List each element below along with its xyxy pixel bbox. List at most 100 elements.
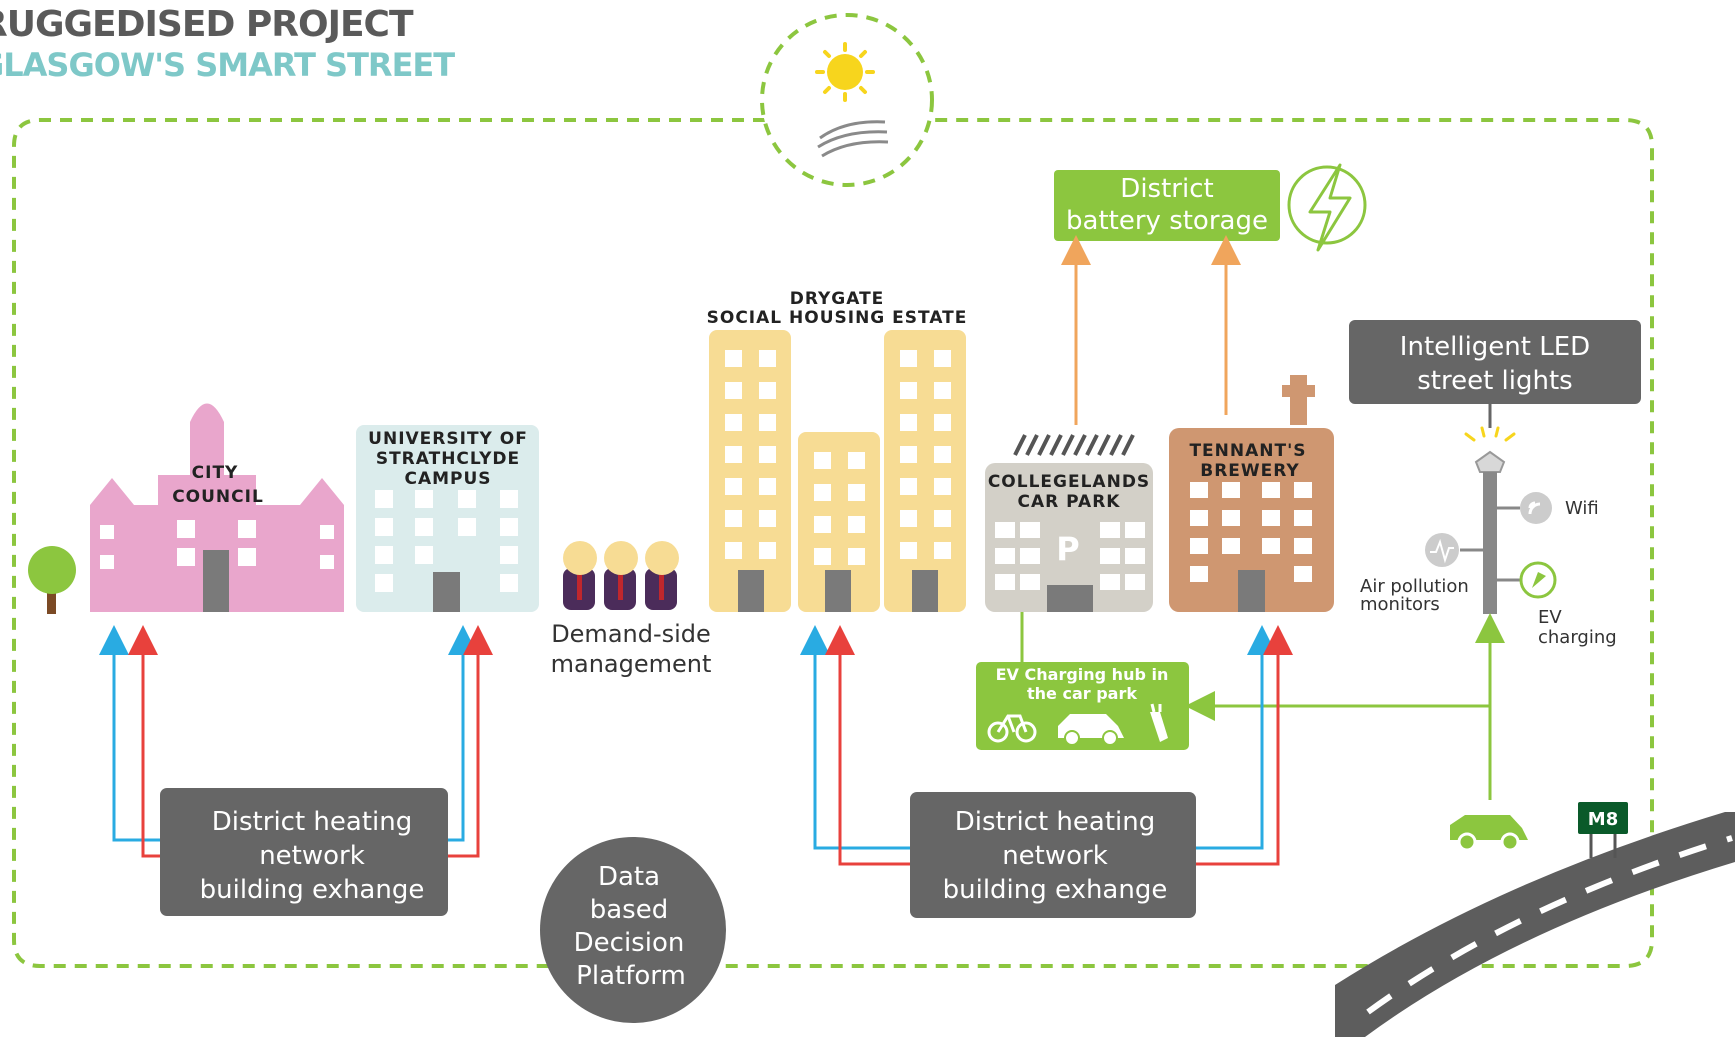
university-label: STRATHCLYDE [376,449,520,469]
window [934,446,951,463]
city-council-label: CITY [192,463,239,483]
heating-label: building exhange [943,875,1168,905]
car-icon [1058,714,1124,746]
air-pollution-label: Air pollution [1360,576,1469,597]
window [814,548,831,565]
lightning-icon [1287,163,1367,252]
brewery-label: BREWERY [1200,461,1300,481]
window [725,542,742,559]
heating-label: network [1002,841,1108,871]
window [725,478,742,495]
window [934,350,951,367]
window [814,484,831,501]
wind-icon [817,120,889,158]
wifi-icon [1497,492,1552,524]
window [725,510,742,527]
m8-road-sign: M8 [1578,802,1628,858]
city-council-label: COUNCIL [172,487,264,507]
university-building: UNIVERSITY OF STRATHCLYDE CAMPUS [356,425,539,612]
drygate-housing-building: DRYGATE SOCIAL HOUSING ESTATE [707,289,968,612]
tree-icon [28,546,76,614]
heating-flow-blue [99,625,160,842]
window [934,414,951,431]
data-platform-label: Decision [574,928,685,958]
brewery-label: TENNANT'S [1189,441,1306,461]
ev-charging-icon [1497,561,1557,599]
drygate-label: DRYGATE [790,289,885,309]
window [900,446,917,463]
page-title: RUGGEDISED PROJECT [0,4,414,45]
ev-charging-label: charging [1538,627,1617,648]
m8-label: M8 [1588,809,1618,830]
car-park-building: P COLLEGELANDS CAR PARK [985,434,1153,612]
car-icon [1450,815,1528,852]
window [725,350,742,367]
window [934,542,951,559]
renewable-energy-badge [760,13,934,187]
window [934,382,951,399]
window [725,382,742,399]
heating-flow-red [1196,625,1293,866]
window [725,446,742,463]
window [814,516,831,533]
people-icon [563,541,679,610]
window [759,446,776,463]
window [759,542,776,559]
window [900,542,917,559]
heating-flow-blue [800,625,910,850]
heating-flow-red [448,625,493,858]
window [725,414,742,431]
battery-label: battery storage [1066,206,1268,236]
demand-side-label: management [551,650,712,678]
demand-side-label: Demand-side [551,620,711,648]
wifi-label: Wifi [1565,498,1599,519]
heating-label: network [259,841,365,871]
window [759,414,776,431]
led-label: Intelligent LED [1400,332,1590,362]
battery-label: District [1120,174,1213,204]
heating-flow-blue [1196,625,1277,850]
ev-charging-hub-box: EV Charging hub in the car park [976,662,1189,750]
car-park-label: COLLEGELANDS [988,472,1150,492]
heating-label: District heating [212,807,412,837]
window [900,478,917,495]
window [814,452,831,469]
sun-icon [815,42,875,102]
window [848,452,865,469]
heating-flow-blue [448,625,478,842]
battery-storage-box: District battery storage [1054,170,1280,241]
brewery-building: TENNANT'S BREWERY [1169,375,1334,612]
data-platform-label: Platform [576,961,686,991]
heating-label: District heating [955,807,1155,837]
smart-street-boundary [12,118,1654,968]
window [848,516,865,533]
drygate-label: SOCIAL HOUSING ESTATE [707,308,968,328]
page-subtitle: GLASGOW'S SMART STREET [0,46,455,84]
window [848,484,865,501]
window [900,382,917,399]
led-label: street lights [1417,366,1572,396]
solar-panel-icon [1013,434,1135,456]
window [759,510,776,527]
data-decision-platform-circle: Data based Decision Platform [540,837,726,1023]
data-platform-label: Data [598,862,660,892]
district-heating-box-left: District heating network building exhang… [160,788,448,916]
car-park-label: CAR PARK [1018,492,1121,512]
led-street-lights-box: Intelligent LED street lights [1349,320,1641,404]
air-pollution-label: monitors [1360,594,1440,615]
ev-charging-label: EV [1538,607,1562,628]
heating-flow-red [128,625,160,858]
city-council-building: CITY COUNCIL [90,403,344,612]
charging-plug-icon [1150,703,1168,742]
university-label: CAMPUS [404,469,491,489]
ev-hub-label: EV Charging hub in [996,665,1169,684]
air-pollution-icon [1425,533,1483,567]
window [759,382,776,399]
window [900,414,917,431]
window [934,510,951,527]
window [759,350,776,367]
bicycle-icon [987,714,1037,743]
data-platform-label: based [590,895,668,925]
street-light-icon [1464,426,1516,614]
